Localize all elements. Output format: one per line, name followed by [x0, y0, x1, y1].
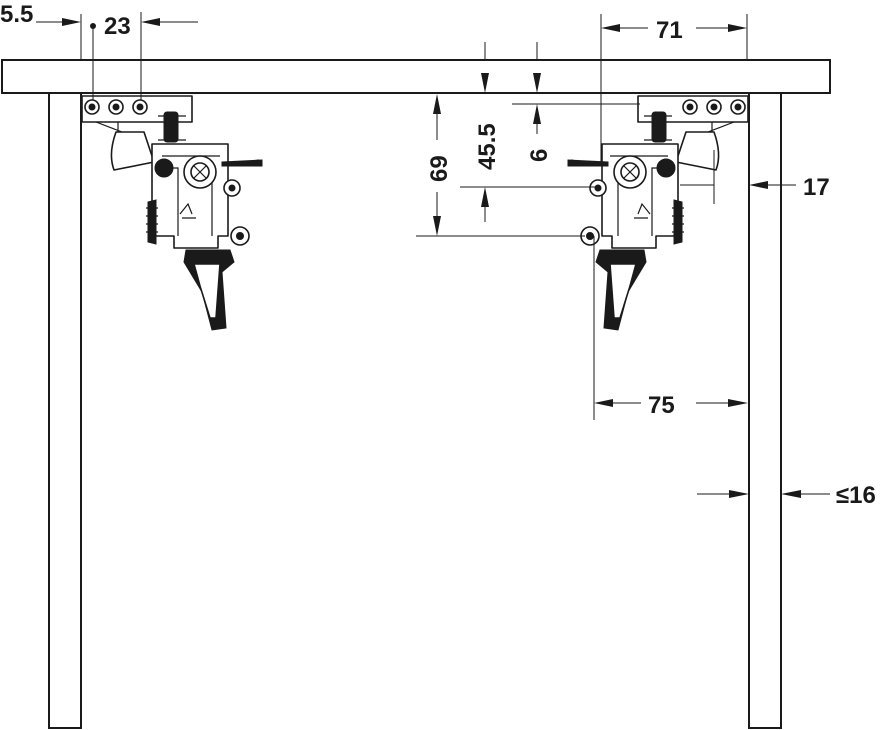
dimension-17: 17	[680, 150, 830, 204]
dimension-6: 6	[512, 42, 640, 162]
top-panel	[1, 59, 831, 94]
left-hinge-mechanism	[81, 95, 263, 331]
dimension-5-5: 5.5	[0, 1, 82, 60]
dimension-16: ≤16	[697, 482, 876, 509]
dimension-label-69: 69	[426, 155, 453, 182]
dimension-23: 23	[90, 12, 198, 100]
dimension-label-75: 75	[648, 392, 675, 419]
right-hinge-mechanism	[567, 95, 749, 331]
right-side-panel	[748, 92, 782, 729]
dimension-69: 69	[416, 94, 585, 237]
dimension-45-5: 45.5	[460, 42, 595, 222]
dimension-label-17: 17	[803, 174, 830, 201]
dimension-75: 75	[593, 236, 748, 420]
dimension-71: 71	[600, 14, 748, 165]
dimension-label-45-5: 45.5	[474, 123, 501, 170]
dimension-label-23: 23	[104, 13, 131, 40]
dimension-label-16: ≤16	[836, 482, 876, 509]
dimension-label-5-5: 5.5	[0, 1, 33, 28]
dimension-label-71: 71	[656, 17, 683, 44]
dimension-label-6: 6	[526, 149, 553, 162]
left-side-panel	[48, 92, 82, 729]
